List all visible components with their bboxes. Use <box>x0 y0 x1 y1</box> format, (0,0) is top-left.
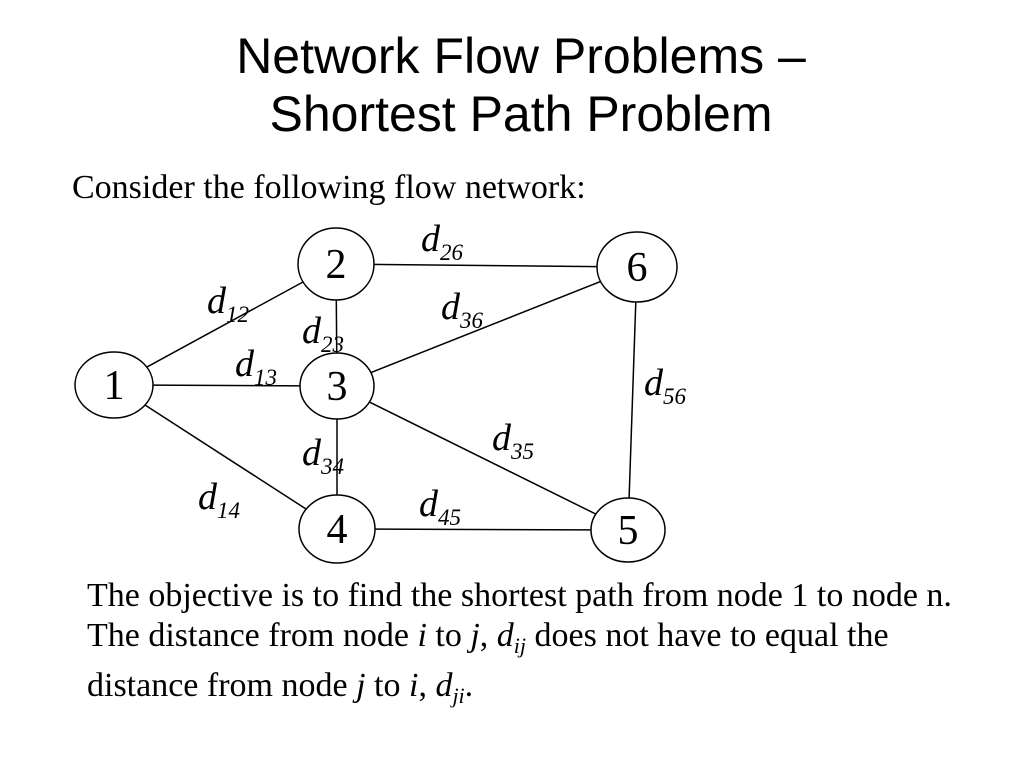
node-2-circle <box>297 227 375 301</box>
text-run: does not have to equal the <box>526 617 889 654</box>
title-line-2: Shortest Path Problem <box>269 86 773 142</box>
edge-label-d23: d23 <box>302 310 344 357</box>
edge-label-d45: d45 <box>419 483 461 530</box>
text-run: The distance from node <box>87 617 418 654</box>
text-run: d <box>435 667 453 704</box>
text-run: The objective is to find the shortest pa… <box>87 577 952 614</box>
text-run: j <box>470 617 480 654</box>
text-run: to <box>426 617 471 654</box>
node-4-circle <box>298 494 376 564</box>
text-run: to <box>365 667 409 704</box>
node-5-label: 5 <box>618 508 639 554</box>
node-6-label: 6 <box>627 245 648 291</box>
text-run: , <box>479 617 497 654</box>
edge-label-d14: d14 <box>198 476 240 523</box>
objective-line-2: The distance from node i to j, dij does … <box>87 616 952 666</box>
edge-3-5 <box>336 385 629 531</box>
text-run: . <box>464 667 474 704</box>
objective-line-1: The objective is to find the shortest pa… <box>87 576 952 616</box>
text-run: distance from node <box>87 667 357 704</box>
edge-2-6 <box>335 263 638 268</box>
node-6-circle <box>596 231 678 303</box>
node-1-label: 1 <box>104 363 125 409</box>
node-5-circle <box>590 497 666 563</box>
objective-paragraph: The objective is to find the shortest pa… <box>87 576 952 716</box>
node-2-label: 2 <box>326 242 347 288</box>
edge-label-d26: d26 <box>421 218 464 265</box>
slide-title: Network Flow Problems – Shortest Path Pr… <box>18 27 1024 143</box>
intro-text: Consider the following flow network: <box>72 169 586 206</box>
node-4-label: 4 <box>327 507 348 553</box>
objective-line-3: distance from node j to i, dji. <box>87 666 952 716</box>
text-run: ji <box>452 683 465 708</box>
text-run: j <box>356 667 366 704</box>
edge-3-6 <box>336 266 638 387</box>
text-run: i <box>408 667 419 704</box>
edge-label-d36: d36 <box>441 286 484 333</box>
edge-4-5 <box>336 528 629 531</box>
edge-label-d13: d13 <box>235 343 277 390</box>
text-run: i <box>417 617 427 654</box>
node-3-label: 3 <box>327 364 348 410</box>
text-run: d <box>496 617 514 654</box>
text-run: ij <box>513 633 527 658</box>
node-3-circle <box>299 352 375 420</box>
edge-label-d12: d12 <box>207 280 249 327</box>
edge-label-d35: d35 <box>492 417 534 464</box>
title-line-1: Network Flow Problems – <box>236 28 806 84</box>
edge-1-2 <box>113 263 337 386</box>
edge-5-6 <box>627 266 638 531</box>
edge-1-4 <box>113 384 338 530</box>
text-run: , <box>418 667 436 704</box>
node-1-circle <box>74 351 154 419</box>
edge-label-d56: d56 <box>644 362 687 409</box>
